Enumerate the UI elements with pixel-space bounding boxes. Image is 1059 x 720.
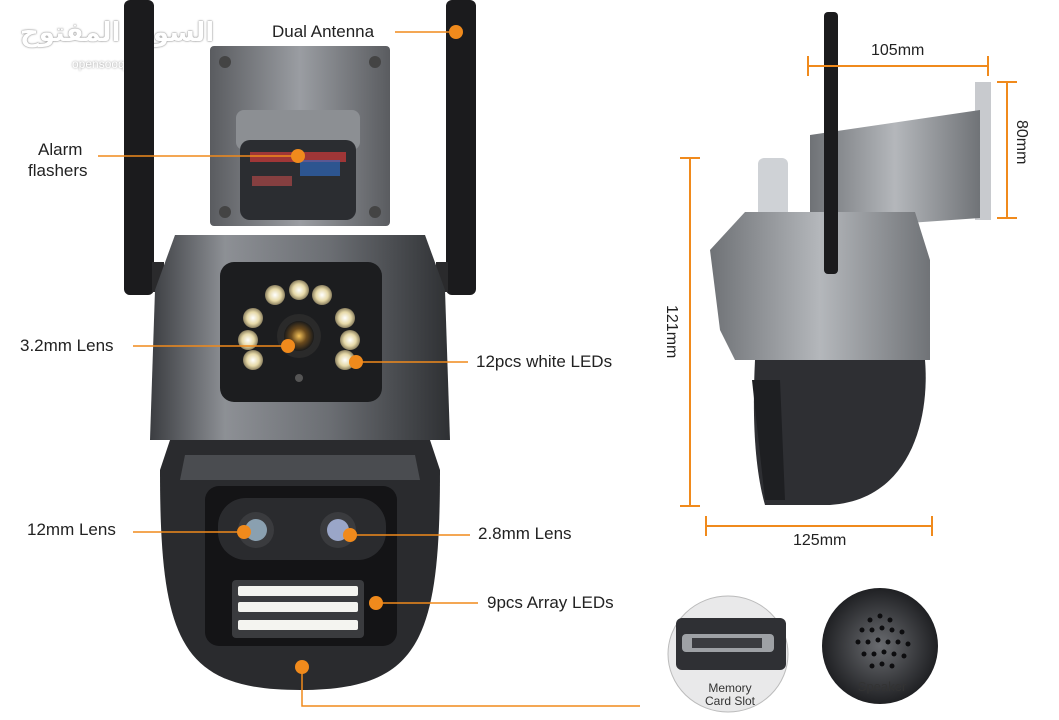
side-dome: [753, 360, 926, 505]
side-upper-body: [710, 212, 930, 360]
caption-memory-slot: Memory Card Slot: [688, 682, 772, 708]
label-lens-3-2: 3.2mm Lens: [20, 336, 114, 355]
label-dual-antenna: Dual Antenna: [272, 22, 375, 41]
caption-speaker: Speaker: [857, 679, 907, 694]
label-white-leds: 12pcs white LEDs: [476, 352, 613, 371]
caption-memory-line1: Memory: [708, 681, 752, 695]
left-antenna: [124, 0, 154, 295]
label-lens-12: 12mm Lens: [27, 520, 116, 539]
dim-121mm: 121mm: [663, 305, 680, 359]
dim-105mm: 105mm: [871, 42, 925, 59]
right-antenna: [446, 0, 476, 295]
side-mount: [810, 110, 980, 230]
lens-12mm: [245, 519, 267, 541]
dim-80mm: 80mm: [1013, 120, 1030, 165]
dim-125mm: 125mm: [793, 532, 847, 549]
watermark-arabic: السوق المفتوح: [20, 18, 215, 48]
label-array-leds: 9pcs Array LEDs: [487, 593, 614, 612]
speaker-inset: [822, 588, 938, 704]
callout-dots: [237, 25, 463, 674]
label-lens-2-8: 2.8mm Lens: [478, 524, 572, 543]
dimension-lines: [680, 56, 1017, 536]
label-alarm-line2: flashers: [28, 161, 88, 180]
callout-lines: [98, 31, 640, 707]
side-antenna: [824, 12, 838, 274]
label-alarm-line1: Alarm: [38, 140, 83, 159]
caption-memory-line2: Card Slot: [704, 694, 756, 708]
